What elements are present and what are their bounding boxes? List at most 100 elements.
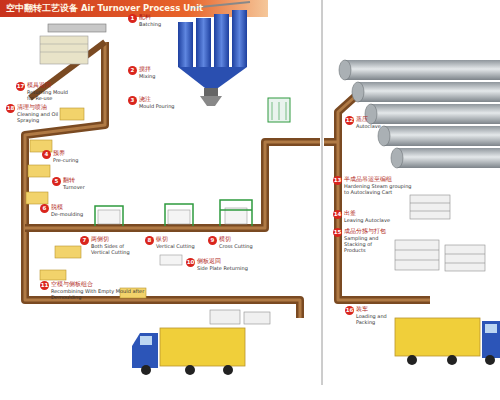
process-step: 7两侧切Both Sides of Vertical Cutting <box>80 236 142 255</box>
callout-number: 5 <box>52 177 61 186</box>
process-step: 1配料Batching <box>128 14 176 27</box>
step-name: 成品分拣与打包 <box>344 228 391 235</box>
step-name: 清理与喷油 <box>17 104 66 111</box>
step-label: 横切Cross Cutting <box>219 236 253 249</box>
process-step: 4预养Pre-curing <box>42 150 102 163</box>
mould-cart <box>26 108 146 298</box>
step-name: 预养 <box>53 150 78 157</box>
step-label: 翻转Turnover <box>63 177 85 190</box>
process-step: 5翻转Turnover <box>52 177 107 190</box>
callout-number: 10 <box>186 258 195 267</box>
step-name-english: Loading and Packing <box>356 313 405 325</box>
step-label: 配料Batching <box>139 14 161 27</box>
product-stack <box>395 195 485 271</box>
step-name-english: Returning Mould for Re-use <box>27 89 76 101</box>
truck <box>132 328 245 375</box>
process-step: 18清理与喷油Cleaning and Oil Spraying <box>6 104 66 123</box>
process-step: 14出釜Leaving Autoclave <box>333 210 393 223</box>
step-name: 配料 <box>139 14 161 21</box>
process-step: 11空模与侧板组合Recombining With Empty Mould af… <box>40 281 152 300</box>
step-name-english: Mould Pouring <box>139 103 175 109</box>
step-name: 半成品吊运至编组 <box>344 176 413 183</box>
step-label: 空模与侧板组合Recombining With Empty Mould afte… <box>51 281 152 300</box>
process-step: 8纵切Vertical Cutting <box>145 236 203 249</box>
callout-number: 18 <box>6 104 15 113</box>
step-name-english: Side Plate Returning <box>197 265 248 271</box>
cutting-machine <box>95 200 252 226</box>
step-name-english: Both Sides of Vertical Cutting <box>91 243 142 255</box>
autoclave <box>339 60 500 168</box>
step-name: 脱模 <box>51 204 83 211</box>
step-name-english: De-moulding <box>51 211 83 217</box>
step-name: 侧板返回 <box>197 258 248 265</box>
step-label: 清理与喷油Cleaning and Oil Spraying <box>17 104 66 123</box>
callout-number: 13 <box>333 176 342 185</box>
callout-number: 16 <box>345 306 354 315</box>
process-step: 10侧板返回Side Plate Returning <box>186 258 258 271</box>
step-name: 模具返回 <box>27 82 76 89</box>
process-step: 13半成品吊运至编组Hardening Steam grouping to Au… <box>333 176 413 195</box>
step-label: 纵切Vertical Cutting <box>156 236 195 249</box>
callout-number: 4 <box>42 150 51 159</box>
step-label: 出釜Leaving Autoclave <box>344 210 390 223</box>
step-name-english: Autoclave <box>356 123 381 129</box>
step-label: 侧板返回Side Plate Returning <box>197 258 248 271</box>
callout-number: 17 <box>16 82 25 91</box>
callout-number: 6 <box>40 204 49 213</box>
step-name-english: Cross Cutting <box>219 243 253 249</box>
step-label: 搅拌Mixing <box>139 66 155 79</box>
step-name-english: Turnover <box>63 184 85 190</box>
step-name-english: Hardening Steam grouping to Autoclaving … <box>344 183 413 195</box>
callout-number: 9 <box>208 236 217 245</box>
callout-number: 14 <box>333 210 342 219</box>
callout-number: 3 <box>128 96 137 105</box>
callout-number: 1 <box>128 14 137 23</box>
crane <box>268 98 290 122</box>
callout-number: 12 <box>345 116 354 125</box>
callout-number: 8 <box>145 236 154 245</box>
step-label: 半成品吊运至编组Hardening Steam grouping to Auto… <box>344 176 413 195</box>
step-name: 蒸压 <box>356 116 381 123</box>
step-name: 出釜 <box>344 210 390 217</box>
step-label: 成品分拣与打包Sampling and Stacking of Products <box>344 228 391 253</box>
step-name-english: Mixing <box>139 73 155 79</box>
step-name: 横切 <box>219 236 253 243</box>
step-name: 空模与侧板组合 <box>51 281 152 288</box>
step-name: 纵切 <box>156 236 195 243</box>
step-name-english: Pre-curing <box>53 157 78 163</box>
product-stack <box>210 310 270 324</box>
truck <box>395 318 500 365</box>
diagram-title: 空中翻转工艺设备 Air Turnover Process Unit <box>6 3 203 15</box>
step-name: 装车 <box>356 306 405 313</box>
step-name-english: Sampling and Stacking of Products <box>344 235 391 253</box>
step-name-english: Batching <box>139 21 161 27</box>
step-label: 两侧切Both Sides of Vertical Cutting <box>91 236 142 255</box>
step-label: 模具返回Returning Mould for Re-use <box>27 82 76 101</box>
step-label: 装车Loading and Packing <box>356 306 405 325</box>
batching-silos <box>178 2 250 106</box>
step-label: 预养Pre-curing <box>53 150 78 163</box>
step-label: 浇注Mould Pouring <box>139 96 175 109</box>
callout-number: 11 <box>40 281 49 290</box>
step-name-english: Cleaning and Oil Spraying <box>17 111 66 123</box>
callout-number: 2 <box>128 66 137 75</box>
step-name: 搅拌 <box>139 66 155 73</box>
process-step: 9横切Cross Cutting <box>208 236 260 249</box>
process-step: 2搅拌Mixing <box>128 66 176 79</box>
step-name-english: Leaving Autoclave <box>344 217 390 223</box>
divider-line <box>322 0 323 385</box>
step-name: 翻转 <box>63 177 85 184</box>
callout-number: 15 <box>333 228 342 237</box>
step-name-english: Vertical Cutting <box>156 243 195 249</box>
process-step: 15成品分拣与打包Sampling and Stacking of Produc… <box>333 228 391 253</box>
step-label: 脱模De-moulding <box>51 204 83 217</box>
process-step: 3浇注Mould Pouring <box>128 96 178 109</box>
roller-conveyor <box>40 24 106 64</box>
callout-number: 7 <box>80 236 89 245</box>
step-name-english: Recombining With Empty Mould after Demou… <box>51 288 152 300</box>
process-step: 12蒸压Autoclave <box>345 116 395 129</box>
process-step: 6脱模De-moulding <box>40 204 100 217</box>
process-step: 17模具返回Returning Mould for Re-use <box>16 82 76 101</box>
